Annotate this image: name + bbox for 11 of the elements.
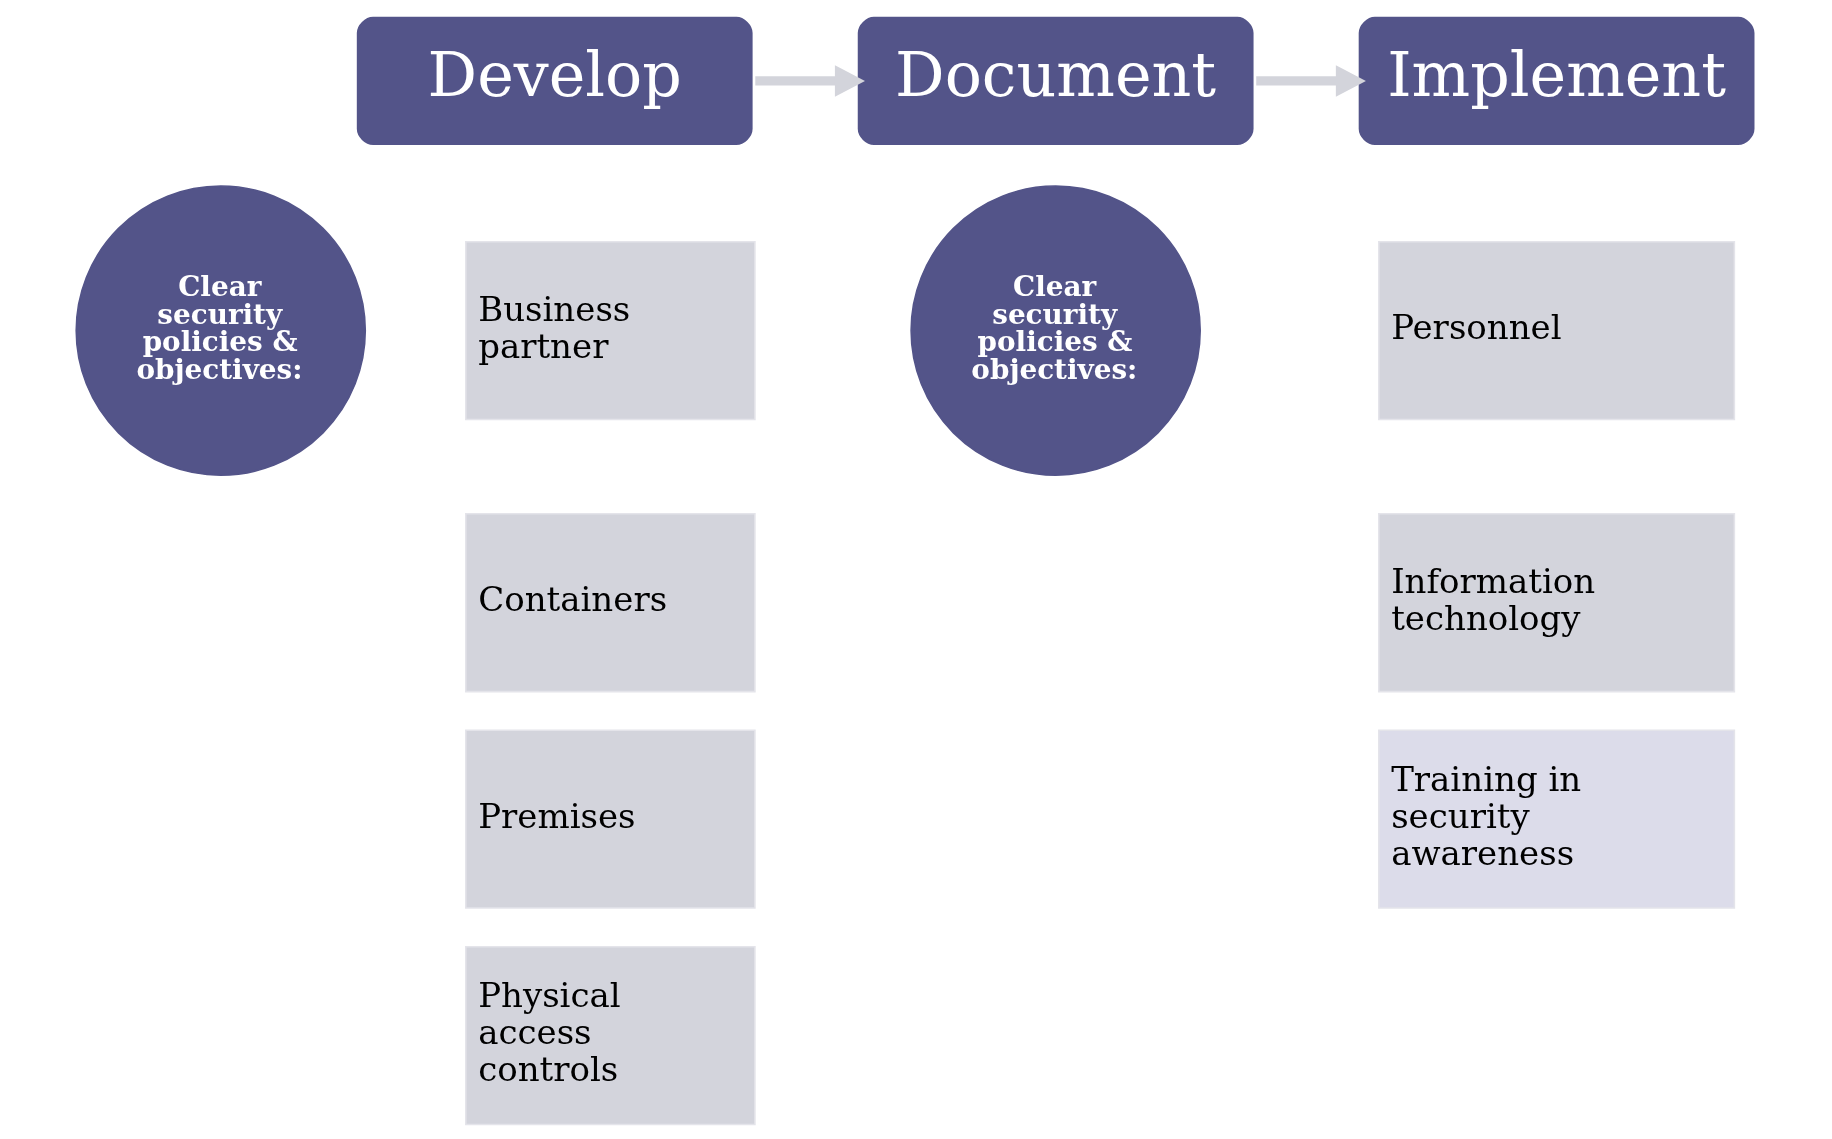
node-box: Information technology — [1377, 513, 1735, 693]
node-box: Premises — [464, 729, 756, 909]
node-circle: Clear security policies & objectives: — [74, 185, 366, 476]
arrow — [1255, 65, 1366, 97]
node-box: Training in security awareness — [1377, 729, 1735, 909]
node-box: Business partner — [464, 240, 756, 421]
node-box: Personnel — [1377, 240, 1735, 421]
arrow — [754, 65, 865, 97]
node-circle: Clear security policies & objectives: — [909, 185, 1201, 476]
node-box: Physical access controls — [464, 945, 756, 1126]
node-box: Containers — [464, 513, 756, 693]
